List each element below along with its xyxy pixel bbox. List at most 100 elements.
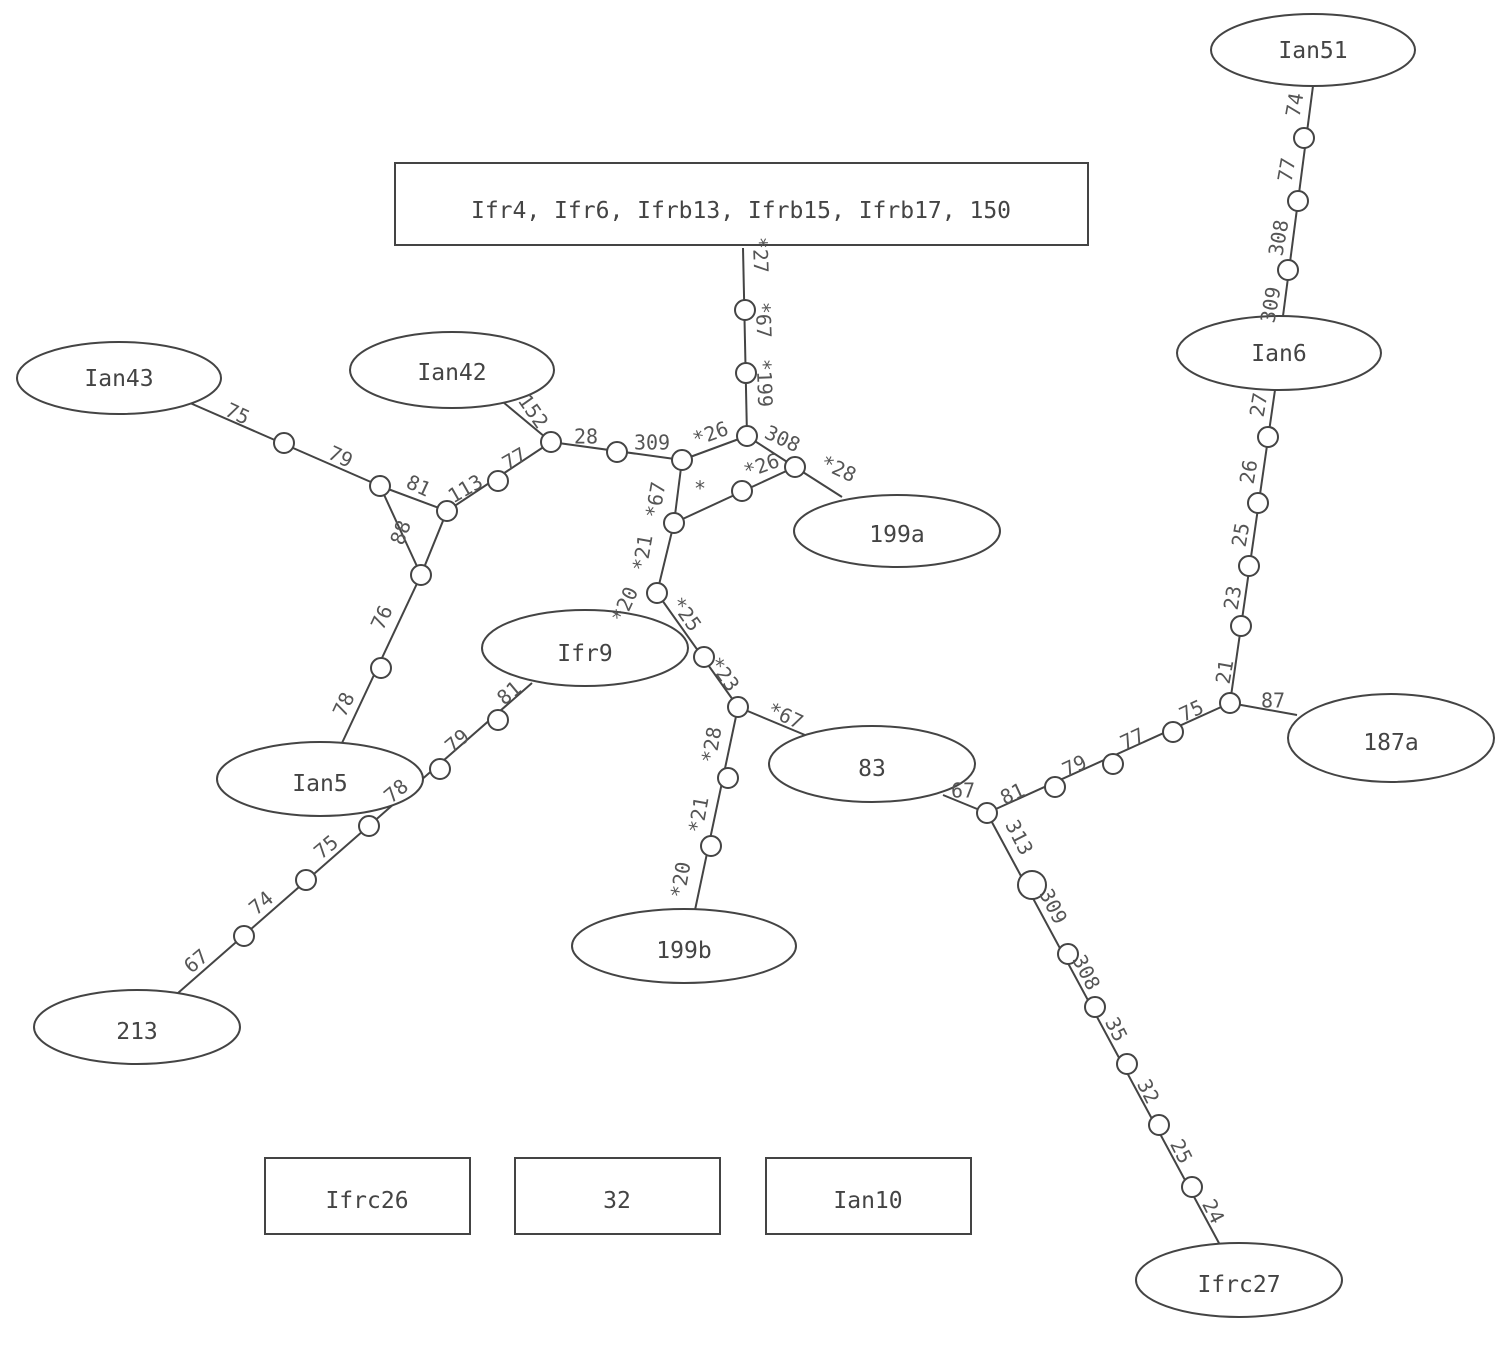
node-ifr9-label: Ifr9: [557, 641, 612, 667]
node-ian42-label: Ian42: [417, 360, 486, 386]
node-ifrc27: [1135, 1242, 1343, 1318]
node-ian10-label: Ian10: [833, 1188, 902, 1214]
mutation-label: *20: [666, 860, 696, 900]
node-32: [514, 1157, 721, 1235]
median-vertex: [369, 475, 391, 497]
mutation-label: 77: [1116, 723, 1148, 755]
node-199b: [571, 908, 797, 984]
mutation-vertex: [1238, 555, 1260, 577]
node-199a: [793, 494, 1001, 568]
median-vertex: [540, 431, 562, 453]
node-ian10: [765, 1157, 972, 1235]
node-199b-label: 199b: [656, 938, 711, 964]
mutation-vertex: [1148, 1114, 1170, 1136]
mutation-vertex: [1287, 190, 1309, 212]
mutation-label: *28: [817, 450, 860, 487]
mutation-vertex: [1247, 492, 1269, 514]
node-ian43: [16, 341, 222, 415]
mutation-label: 79: [440, 724, 474, 758]
edge: [656, 522, 675, 594]
mutation-vertex: [295, 869, 317, 891]
mutation-label: *67: [641, 480, 671, 520]
mutation-label: 77: [1273, 156, 1301, 184]
median-vertex: [671, 449, 693, 471]
node-213: [33, 989, 241, 1065]
mutation-vertices: [233, 127, 1315, 1198]
mutation-label: 26: [1235, 458, 1263, 486]
mutation-vertex: [735, 362, 757, 384]
mutation-label: 25: [1165, 1135, 1197, 1167]
mutation-vertex: [1044, 776, 1066, 798]
mutation-vertex: [233, 925, 255, 947]
mutation-vertex: [358, 815, 380, 837]
mutation-label: 76: [366, 601, 398, 633]
mutation-vertex: [731, 480, 753, 502]
node-ian51: [1210, 13, 1416, 87]
mutation-label: 67: [951, 779, 975, 803]
node-ian42: [349, 331, 555, 409]
mutation-label: 67: [179, 944, 213, 978]
node-83-label: 83: [858, 756, 886, 782]
mutation-label: *27: [748, 236, 773, 273]
edge: [742, 247, 748, 437]
node-shared-box: [394, 162, 1089, 246]
mutation-vertex: [1277, 259, 1299, 281]
node-ian5-label: Ian5: [292, 771, 347, 797]
mutation-label: *67: [751, 301, 776, 338]
mutation-label: 28: [574, 425, 598, 449]
mutation-vertex: [734, 299, 756, 321]
mutation-label: *21: [684, 795, 714, 835]
mutation-vertex: [1017, 870, 1047, 900]
mutation-label: *26: [689, 416, 731, 451]
node-32-label: 32: [603, 1188, 631, 1214]
mutation-label: 75: [1175, 695, 1207, 727]
mutation-label: 81: [492, 676, 526, 710]
mutation-label: 24: [1197, 1195, 1229, 1227]
edge: [420, 510, 448, 576]
mutation-label: 308: [1264, 218, 1294, 258]
node-213-label: 213: [116, 1019, 158, 1045]
mutation-label: 313: [1000, 816, 1038, 859]
mutation-vertex: [429, 758, 451, 780]
mutation-vertex: [1116, 1053, 1138, 1075]
node-ian5: [216, 741, 424, 817]
mutation-vertex: [487, 470, 509, 492]
median-vertex: [784, 456, 806, 478]
mutation-vertex: [1181, 1176, 1203, 1198]
mutation-vertex: [487, 709, 509, 731]
mutation-vertex: [273, 432, 295, 454]
mutation-label: 79: [325, 441, 357, 473]
median-vertex: [646, 582, 668, 604]
edge: [379, 485, 422, 576]
node-199a-label: 199a: [869, 522, 924, 548]
node-ian6-label: Ian6: [1251, 341, 1306, 367]
median-vertex: [727, 696, 749, 718]
mutation-vertex: [693, 646, 715, 668]
mutation-label: 88: [385, 517, 416, 548]
mutation-vertex: [1230, 615, 1252, 637]
mutation-vertex: [1162, 721, 1184, 743]
mutation-label: 21: [1211, 658, 1239, 686]
mutation-label: *67: [764, 697, 807, 734]
mutation-label: 309: [634, 431, 670, 455]
mutation-label: 79: [1058, 750, 1090, 782]
node-ifrc26-label: Ifrc26: [325, 1188, 408, 1214]
mutation-label: 23: [1219, 584, 1247, 612]
node-shared-box-label: Ifr4, Ifr6, Ifrb13, Ifrb15, Ifrb17, 150: [471, 198, 1011, 224]
median-vertex: [736, 425, 758, 447]
mutation-vertex: [1293, 127, 1315, 149]
node-187a-label: 187a: [1363, 730, 1418, 756]
node-83: [768, 725, 976, 803]
mutation-label: *: [694, 477, 706, 501]
mutation-vertex: [700, 835, 722, 857]
network-edges: [177, 85, 1314, 1246]
node-ifrc27-label: Ifrc27: [1197, 1272, 1280, 1298]
mutation-label: 35: [1100, 1013, 1132, 1045]
mutation-vertex: [1057, 943, 1079, 965]
median-vertex: [410, 564, 432, 586]
mutation-vertex: [1102, 753, 1124, 775]
node-ian51-label: Ian51: [1278, 38, 1347, 64]
haplotype-nodes: Ifr4, Ifr6, Ifrb13, Ifrb15, Ifrb17, 150 …: [16, 13, 1495, 1318]
edge: [737, 706, 806, 736]
